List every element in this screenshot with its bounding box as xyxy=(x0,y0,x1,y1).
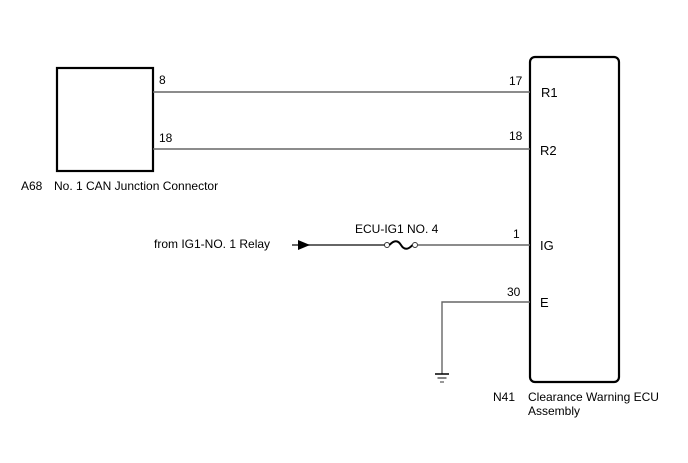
n41-name-line1: Clearance Warning ECU xyxy=(528,390,659,404)
n41-name-line2: Assembly xyxy=(528,404,580,418)
n41-pin-1: 1 xyxy=(513,227,520,241)
a68-connector-box xyxy=(55,66,155,173)
n41-pin-18: 18 xyxy=(509,129,523,143)
a68-pin-8: 8 xyxy=(159,73,166,87)
a68-pin-18: 18 xyxy=(159,131,173,145)
n41-code: N41 xyxy=(493,390,515,404)
n41-pin-30: 30 xyxy=(507,285,521,299)
arrow-icon xyxy=(298,240,310,250)
signal-e: E xyxy=(540,295,549,310)
a68-code: A68 xyxy=(21,179,43,193)
signal-r2: R2 xyxy=(540,143,557,158)
fuse-terminal-right xyxy=(412,242,418,248)
power-source-label: from IG1-NO. 1 Relay xyxy=(154,237,270,251)
wire-ground xyxy=(441,301,530,374)
signal-r1: R1 xyxy=(541,85,558,100)
ground-icon xyxy=(435,373,449,383)
n41-pin-17: 17 xyxy=(509,74,523,88)
signal-ig: IG xyxy=(540,238,554,253)
n41-ecu-box xyxy=(528,55,621,384)
fuse-label: ECU-IG1 NO. 4 xyxy=(355,222,439,236)
a68-name: No. 1 CAN Junction Connector xyxy=(54,179,218,193)
fuse-icon xyxy=(388,240,414,250)
fuse-terminal-left xyxy=(384,242,390,248)
